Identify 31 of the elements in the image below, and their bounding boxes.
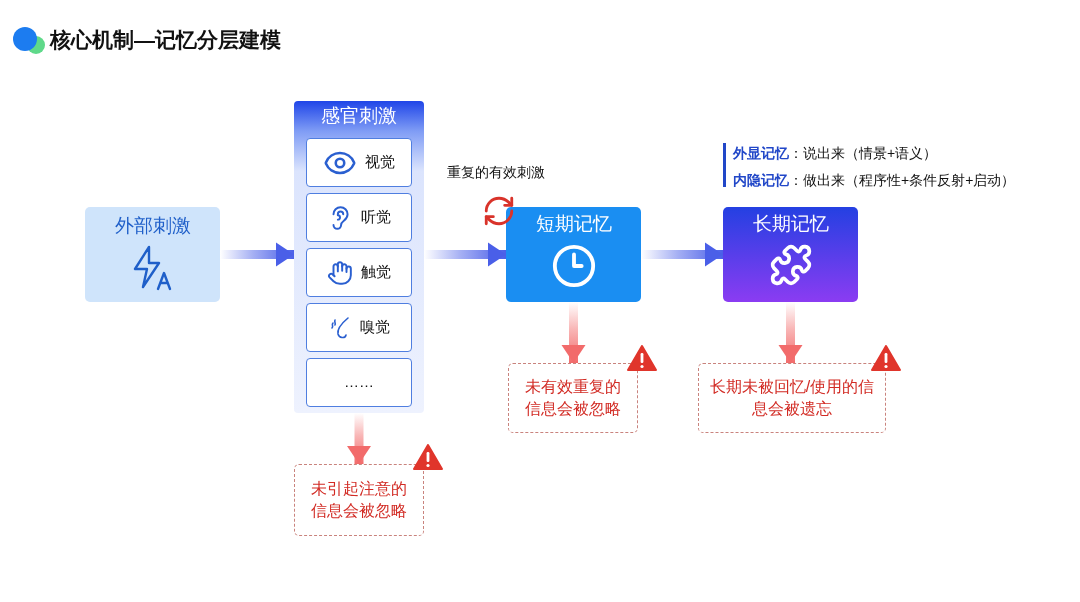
panel-heading: 感官刺激 (321, 104, 397, 128)
sense-box (306, 193, 412, 242)
sense-box (306, 358, 412, 407)
arrow (424, 242, 506, 267)
node-label: 嗅觉 (360, 317, 390, 338)
arrow (641, 242, 723, 267)
title: 核心机制—记忆分层建模 (50, 27, 281, 53)
sense-box (306, 138, 412, 187)
node-label: 外部刺激 (114, 214, 191, 238)
side-note: 重复的有效刺激 (447, 164, 545, 182)
node-label: 长期未被回忆/使用的信息会被遗忘 (709, 377, 875, 419)
node-label: 视觉 (365, 152, 395, 173)
node-label: …… (344, 372, 374, 393)
node-label: 未有效重复的信息会被忽略 (524, 377, 622, 419)
node-label: 触觉 (361, 262, 391, 283)
arrow (347, 413, 371, 464)
memory-box (506, 207, 641, 302)
node-label: 听觉 (361, 207, 391, 228)
stimulus-box (85, 207, 220, 302)
arrow (220, 242, 294, 267)
sensory-panel (294, 101, 424, 413)
node-label: 短期记忆 (535, 212, 612, 236)
side-note: 内隐记忆：做出来（程序性+条件反射+启动） (733, 172, 1016, 190)
node-label: 未引起注意的信息会被忽略 (310, 479, 408, 521)
sense-box (306, 303, 412, 352)
arrow (561, 302, 586, 363)
side-note: 外显记忆：说出来（情景+语义） (733, 145, 938, 163)
sense-box (306, 248, 412, 297)
arrow (778, 302, 803, 363)
node-label: 长期记忆 (752, 212, 829, 236)
memory-box (723, 207, 858, 302)
